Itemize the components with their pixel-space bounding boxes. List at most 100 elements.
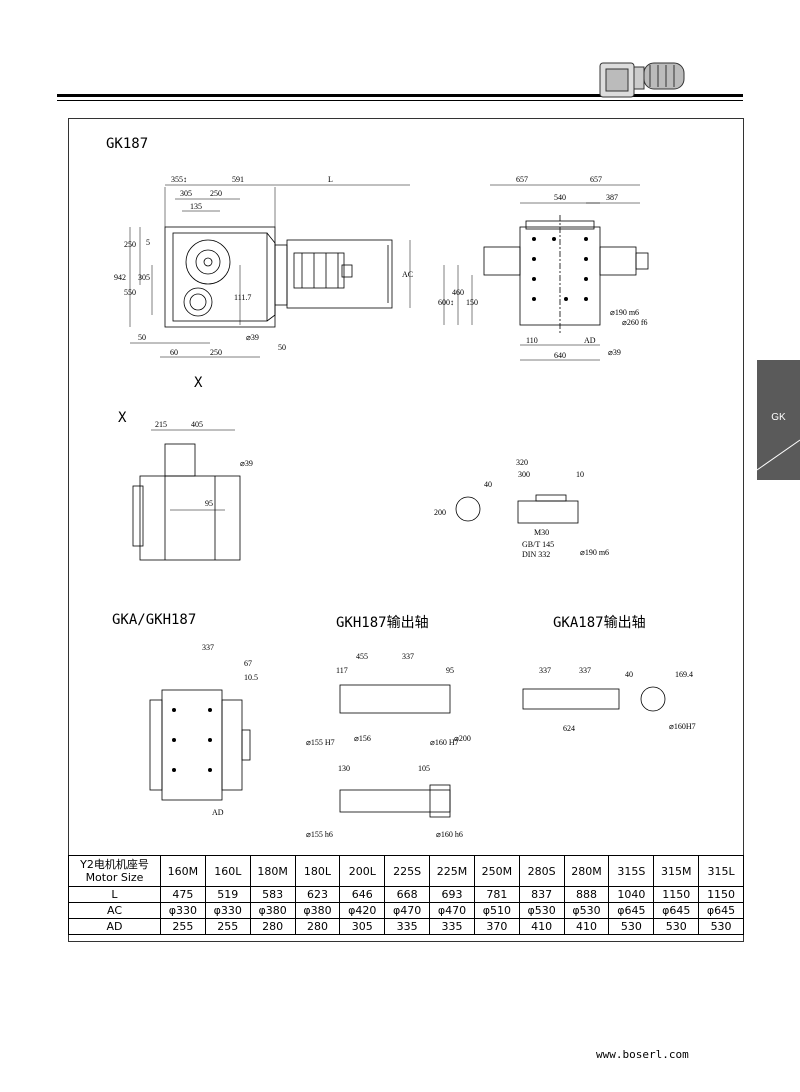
- dim-gkas-dia160h7: ⌀160H7: [669, 722, 696, 731]
- table-cell: 410: [518, 918, 565, 935]
- header-size-cell: 315M: [653, 855, 700, 887]
- dim-key-40: 40: [484, 480, 492, 489]
- table-cell: 410: [563, 918, 610, 935]
- table-cell: 1150: [653, 886, 700, 903]
- dim-550: 550: [124, 288, 136, 297]
- table-cell: φ420: [339, 902, 386, 919]
- dim-gka-337: 337: [202, 643, 214, 652]
- dim-135: 135: [190, 202, 202, 211]
- dim-250a: 250: [210, 189, 222, 198]
- gearmotor-logo-image: [599, 62, 685, 98]
- table-cell: φ645: [698, 902, 744, 919]
- gka-shaft-drawing: 337 337 624 40 169.4 ⌀160H7: [522, 666, 696, 733]
- dim-gkas-624: 624: [563, 724, 575, 733]
- table-cell: 781: [473, 886, 520, 903]
- dim-gkh-105: 105: [418, 764, 430, 773]
- table-cell: 530: [608, 918, 655, 935]
- label-m30: M30: [534, 528, 549, 537]
- dim-key-200: 200: [434, 508, 446, 517]
- table-cell: 335: [384, 918, 431, 935]
- dim-gkh-130: 130: [338, 764, 350, 773]
- view-x-arrow-label: X: [194, 375, 203, 391]
- header-motor-size: Y2电机机座号 Motor Size: [68, 855, 161, 887]
- tab-diagonal: [757, 439, 800, 471]
- table-cell: 888: [563, 886, 610, 903]
- dim-gkh-dia160h7: ⌀160 H7: [430, 738, 459, 747]
- dim-dia39-side: ⌀39: [608, 348, 621, 357]
- title-gk187: GK187: [106, 136, 149, 152]
- dim-110: 110: [526, 336, 538, 345]
- header-size-cell: 200L: [339, 855, 386, 887]
- dim-250c: 250: [210, 348, 222, 357]
- dim-60: 60: [170, 348, 178, 357]
- header-size-cell: 180L: [294, 855, 341, 887]
- table-cell: φ470: [429, 902, 475, 919]
- dim-50b: 50: [278, 343, 286, 352]
- dim-5: 5: [146, 238, 150, 247]
- table-cell: 475: [160, 886, 206, 903]
- table-cell: φ530: [518, 902, 565, 919]
- table-cell: 255: [160, 918, 206, 935]
- dim-gkh-dia200: ⌀200: [454, 734, 471, 743]
- dim-AC: AC: [402, 270, 413, 279]
- header-size-cell: 250M: [473, 855, 520, 887]
- dim-key-dia190: ⌀190 m6: [580, 548, 609, 557]
- dim-355: 355↕: [171, 175, 187, 184]
- drawing-frame: [68, 118, 744, 942]
- dim-50a: 50: [138, 333, 146, 342]
- series-tab-label: GK: [771, 412, 786, 423]
- table-cell: 280: [294, 918, 341, 935]
- table-cell: 255: [204, 918, 251, 935]
- dim-gkh-dia160h6: ⌀160 h6: [436, 830, 463, 839]
- gka-gkh-view-drawing: 337 67 10.5 AD: [149, 643, 258, 817]
- dim-gkh-95: 95: [446, 666, 454, 675]
- dim-dia260: ⌀260 f6: [622, 318, 647, 327]
- table-cell: 530: [698, 918, 744, 935]
- dim-gkas-40: 40: [625, 670, 633, 679]
- dim-gka-67: 67: [244, 659, 252, 668]
- row-label: AD: [68, 918, 161, 935]
- dim-gkh-455: 455: [356, 652, 368, 661]
- dim-640: 640: [554, 351, 566, 360]
- dim-gkh-dia155h6: ⌀155 h6: [306, 830, 333, 839]
- dim-dia39: ⌀39: [246, 333, 259, 342]
- table-cell: φ645: [653, 902, 700, 919]
- dim-gka-AD: AD: [212, 808, 224, 817]
- dim-305b: 305: [138, 273, 150, 282]
- dim-540: 540: [554, 193, 566, 202]
- dim-L: L: [328, 175, 333, 184]
- label-gbt145: GB/T 145: [522, 540, 554, 549]
- header-size-cell: 180M: [249, 855, 296, 887]
- dim-x-95: 95: [205, 499, 213, 508]
- header-size-cell: 280M: [563, 855, 610, 887]
- dim-305: 305: [180, 189, 192, 198]
- dim-657a: 657: [516, 175, 528, 184]
- side-view-drawing: 657 657 540 387 600↕ 460 150 ⌀190 m6 ⌀26…: [438, 175, 649, 361]
- header-size-cell: 315L: [698, 855, 744, 887]
- row-label: AC: [68, 902, 161, 919]
- dim-key-10: 10: [576, 470, 584, 479]
- dim-key-300: 300: [518, 470, 530, 479]
- table-cell: 693: [429, 886, 475, 903]
- dim-gkas-337b: 337: [579, 666, 591, 675]
- table-cell: 370: [473, 918, 520, 935]
- table-cell: 1150: [698, 886, 744, 903]
- gkh-shaft-drawing: 117 455 337 95 ⌀155 H7 ⌀156 ⌀160 H7 ⌀200…: [306, 652, 471, 839]
- dim-591: 591: [232, 175, 244, 184]
- table-cell: 668: [384, 886, 431, 903]
- dim-gkas-169-4: 169.4: [675, 670, 693, 679]
- dim-x-dia39: ⌀39: [240, 459, 253, 468]
- table-cell: φ330: [160, 902, 206, 919]
- header-size-cell: 160L: [204, 855, 251, 887]
- series-tab[interactable]: GK: [757, 360, 800, 480]
- header-size-cell: 225S: [384, 855, 431, 887]
- dim-942: 942: [114, 273, 126, 282]
- dim-x-405: 405: [191, 420, 203, 429]
- footer-url[interactable]: www.boserl.com: [596, 1048, 689, 1061]
- table-cell: 837: [518, 886, 565, 903]
- table-cell: φ330: [204, 902, 251, 919]
